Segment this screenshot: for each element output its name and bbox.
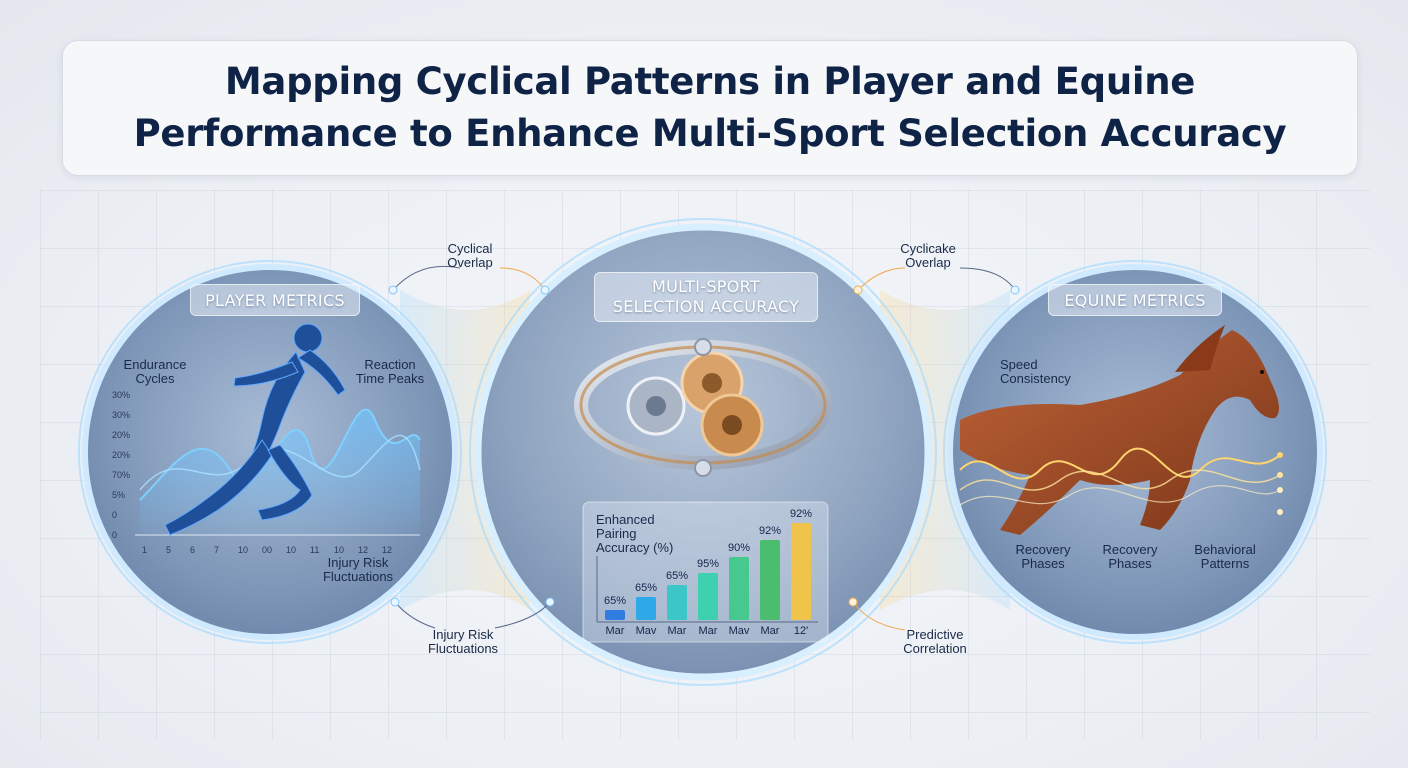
gear-assembly-icon [574, 338, 832, 477]
player-x-tick: 1 [142, 545, 148, 555]
cyclical-overlap-label: Cyclical Overlap [447, 241, 493, 270]
bar-category-label: Mar [698, 625, 718, 637]
center-circle [474, 223, 932, 681]
player-x-tick: 00 [262, 545, 273, 555]
cyclicake-overlap-label: Cyclicake Overlap [900, 241, 956, 270]
bar-4 [698, 573, 718, 620]
player-metrics-heading: PLAYER METRICS [190, 284, 360, 316]
bar-category-label: Mav [635, 625, 657, 637]
player-y-tick: 30% [112, 410, 131, 420]
bar-data-label: 65% [665, 570, 689, 582]
bar-category-label: Mav [728, 625, 750, 637]
bar-category-label: Mar [605, 625, 625, 637]
player-x-tick: 11 [310, 545, 320, 555]
bar-6 [760, 540, 780, 620]
bar-chart-title-line2: Accuracy (%) [596, 540, 674, 555]
player-y-tick: 30% [112, 390, 131, 400]
bar-chart-title-line1: Enhanced Pairing [596, 512, 655, 541]
behavioral-patterns-label: Behavioral Patterns [1194, 542, 1256, 571]
player-y-tick: 20% [112, 430, 131, 440]
runner-figure [164, 323, 346, 536]
player-x-tick: 7 [214, 545, 220, 555]
bar-category-label: 12' [793, 625, 809, 637]
predictive-correlation-label: Predictive Correlation [903, 627, 967, 656]
recovery-phases-label-1: Recovery Phases [1015, 542, 1071, 571]
injury-risk-connector-label: Injury Risk Fluctuations [427, 627, 499, 656]
endurance-cycles-label: Endurance Cycles [123, 357, 187, 386]
player-x-tick: 5 [166, 545, 172, 555]
title-card: Mapping Cyclical Patterns in Player and … [62, 40, 1358, 176]
bar-series [605, 523, 811, 620]
reaction-time-label: Reaction Time Peaks [355, 357, 425, 386]
title-line-1: Mapping Cyclical Patterns in Player and … [224, 60, 1196, 103]
player-y-tick: 0 [112, 510, 118, 520]
equine-metrics-heading: EQUINE METRICS [1048, 284, 1222, 316]
player-x-tick: 10 [334, 545, 345, 555]
bar-data-label: 65% [603, 595, 627, 607]
player-x-tick: 10 [238, 545, 249, 555]
player-y-tick: 70% [112, 470, 131, 480]
bar-category-label: Mar [667, 625, 687, 637]
bar-3 [667, 585, 687, 620]
horse-figure [960, 325, 1279, 535]
multi-sport-heading-line1: MULTI-SPORT [652, 277, 760, 296]
player-x-tick: 12 [358, 545, 369, 555]
bar-data-label: 92% [789, 508, 813, 520]
player-y-tick: 5% [112, 490, 126, 500]
bar-chart-title: Enhanced Pairing Accuracy (%) [596, 513, 696, 555]
multi-sport-heading-line2: SELECTION ACCURACY [612, 297, 800, 316]
bar-data-label: 90% [727, 542, 751, 554]
player-x-tick: 12 [382, 545, 393, 555]
player-x-tick: 6 [190, 545, 196, 555]
bar-7 [791, 523, 811, 620]
multi-sport-heading: MULTI-SPORT SELECTION ACCURACY [594, 272, 818, 322]
bar-data-label: 65% [634, 582, 658, 594]
player-x-tick: 10 [286, 545, 297, 555]
bar-data-label: 95% [696, 558, 720, 570]
bar-1 [605, 610, 625, 620]
bar-2 [636, 597, 656, 620]
recovery-phases-label-2: Recovery Phases [1102, 542, 1158, 571]
injury-risk-inner-label: Injury Risk Fluctuations [322, 555, 394, 584]
player-y-tick: 20% [112, 450, 131, 460]
bar-5 [729, 557, 749, 620]
bar-data-label: 92% [758, 525, 782, 537]
player-y-tick: 0 [112, 530, 118, 540]
bar-category-label: Mar [760, 625, 780, 637]
speed-consistency-label: Speed Consistency [1000, 357, 1071, 386]
title-line-2: Performance to Enhance Multi-Sport Selec… [133, 112, 1287, 155]
equine-wave-chart [959, 447, 1283, 515]
